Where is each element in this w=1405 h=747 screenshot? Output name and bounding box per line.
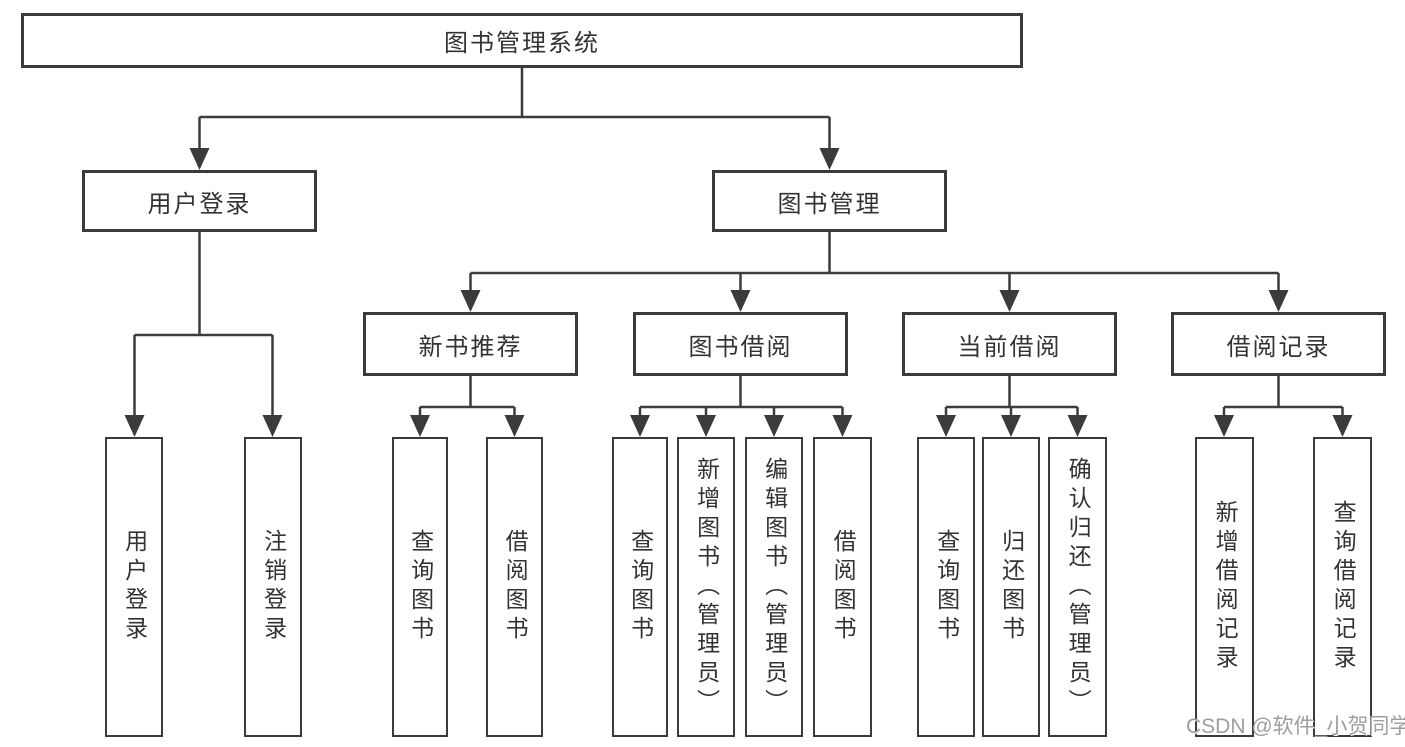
new-book-recommend-arrowheads (410, 415, 525, 437)
book-borrow-arrowheads (630, 415, 853, 437)
leaf-label: 注销登录 (260, 529, 287, 645)
leaf-user-login: 用户登录 (105, 437, 163, 737)
csdn-watermark: CSDN @软件_小贺同学 (1186, 715, 1405, 738)
leaf-borrow-books-recommend: 借阅图书 (486, 437, 543, 737)
node-book-management-module: 图书管理 (712, 170, 947, 232)
node-root-library-system: 图书管理系统 (21, 13, 1023, 68)
node-user-login-module: 用户登录 (82, 170, 317, 232)
node-label: 新书推荐 (418, 333, 523, 361)
node-current-borrow: 当前借阅 (902, 312, 1117, 376)
user-login-connector (133, 232, 274, 417)
leaf-label: 归还图书 (998, 529, 1025, 645)
leaf-label: 确认归还（管理员） (1065, 456, 1092, 718)
leaf-logout: 注销登录 (244, 437, 302, 737)
leaf-return-books: 归还图书 (982, 437, 1040, 737)
leaf-borrow-books-borrow: 借阅图书 (813, 437, 872, 737)
leaf-query-books-borrow: 查询图书 (612, 437, 668, 737)
node-label: 图书借阅 (688, 333, 793, 361)
new-book-recommend-connector (418, 376, 516, 417)
root-arrowheads (189, 148, 840, 170)
current-borrow-connector (944, 376, 1079, 417)
leaf-query-borrow-record: 查询借阅记录 (1313, 437, 1372, 737)
leaf-label: 查询图书 (407, 529, 434, 645)
leaf-add-book-admin: 新增图书（管理员） (677, 437, 735, 737)
root-connector (198, 68, 831, 150)
leaf-add-borrow-record: 新增借阅记录 (1195, 437, 1254, 737)
node-label: 用户登录 (147, 190, 252, 218)
leaf-confirm-return-admin: 确认归还（管理员） (1048, 437, 1107, 737)
book-management-arrowheads (460, 290, 1289, 312)
borrow-records-arrowheads (1214, 415, 1353, 437)
leaf-label: 编辑图书（管理员） (761, 456, 788, 718)
leaf-label: 新增借阅记录 (1212, 500, 1239, 674)
node-label: 图书管理系统 (444, 30, 600, 57)
leaf-label: 借阅图书 (502, 529, 529, 645)
node-new-book-recommend: 新书推荐 (363, 312, 578, 376)
leaf-label: 新增图书（管理员） (693, 456, 720, 718)
node-label: 当前借阅 (957, 333, 1062, 361)
node-label: 借阅记录 (1226, 333, 1331, 361)
node-book-borrow: 图书借阅 (633, 312, 848, 376)
book-management-connector (469, 232, 1280, 292)
leaf-label: 查询图书 (933, 529, 960, 645)
leaf-label: 借阅图书 (830, 529, 857, 645)
leaf-label: 查询借阅记录 (1330, 500, 1357, 674)
borrow-records-connector (1222, 376, 1344, 417)
leaf-label: 查询图书 (627, 529, 654, 645)
leaf-query-books-recommend: 查询图书 (392, 437, 448, 737)
user-login-arrowheads (124, 415, 283, 437)
node-borrow-records: 借阅记录 (1171, 312, 1386, 376)
leaf-query-books-current: 查询图书 (917, 437, 975, 737)
current-borrow-arrowheads (936, 415, 1088, 437)
node-label: 图书管理 (777, 190, 882, 218)
book-borrow-connector (638, 376, 844, 417)
leaf-label: 用户登录 (121, 529, 148, 645)
leaf-edit-book-admin: 编辑图书（管理员） (745, 437, 803, 737)
